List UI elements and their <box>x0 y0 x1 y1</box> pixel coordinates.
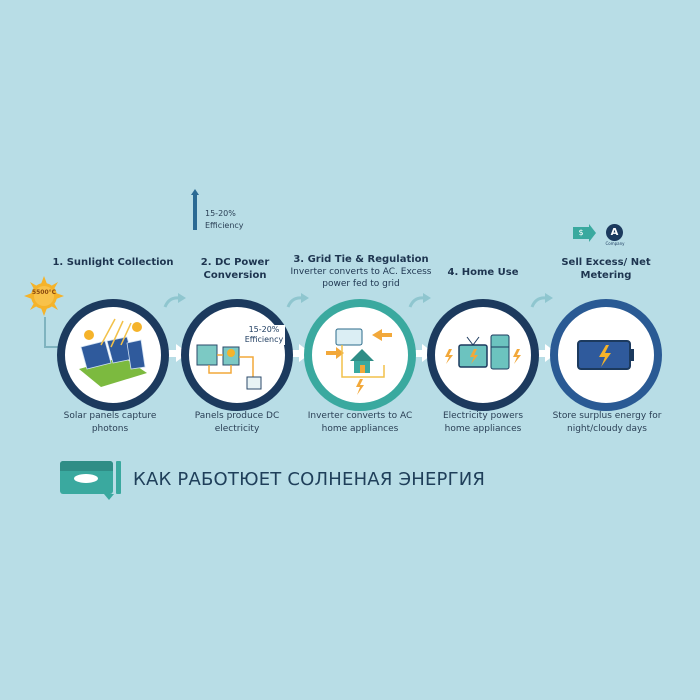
dollar-arrow-head <box>589 224 596 242</box>
step-5-circle <box>550 299 662 411</box>
grid-tie-icon <box>326 328 392 395</box>
curved-arrow-icon <box>408 293 431 308</box>
step-3-description: Inverter converts to AC home appliances <box>307 411 413 434</box>
step-4-title: 4. Home Use <box>447 267 519 278</box>
efficiency-up-arrow-icon <box>193 192 197 230</box>
step-2-title: 2. DC Power Conversion <box>200 257 270 281</box>
sun-connector <box>44 317 46 347</box>
step-5-title: Sell Excess/ Net Metering <box>561 257 651 281</box>
step-1-circle <box>57 299 169 411</box>
chat-bubble-icon <box>60 461 114 500</box>
dc-inner-label: 15-20% Efficiency <box>243 325 285 345</box>
efficiency-value: 15-20% <box>205 209 236 218</box>
flow-arrow <box>287 350 301 357</box>
banner-title: КАК РАБОТЮЕТ СОЛНЕНАЯ ЭНЕРГИЯ <box>133 469 486 490</box>
company-logo-icon: A <box>606 224 623 241</box>
curved-arrow-icon <box>530 293 553 308</box>
step-4-description: Electricity powers home appliances <box>442 411 524 434</box>
solar-panel-icon <box>79 318 147 387</box>
efficiency-note: 15-20% Efficiency <box>205 208 244 232</box>
step-3-subtitle: Inverter converts to AC. Excess power fe… <box>290 267 432 289</box>
step-1-title: 1. Sunlight Collection <box>52 257 174 268</box>
flow-arrow <box>164 350 178 357</box>
flow-arrow <box>410 350 424 357</box>
step-2-circle: 15-20% Efficiency <box>181 299 293 411</box>
home-appliances-icon <box>445 334 521 370</box>
banner-divider <box>116 461 121 494</box>
efficiency-up-arrow-head <box>191 189 199 195</box>
step-3-circle <box>304 299 416 411</box>
sun-connector <box>44 346 60 348</box>
step-5-description: Store surplus energy for night/cloudy da… <box>552 411 662 434</box>
flow-arrow <box>533 350 547 357</box>
sun-badge: 5500°C <box>31 289 57 296</box>
step-3-title-text: 3. Grid Tie & Regulation <box>293 254 429 265</box>
company-logo-text: Company <box>605 241 625 246</box>
step-2-description: Panels produce DC electricity <box>194 411 280 434</box>
curved-arrow-icon <box>163 293 186 308</box>
step-4-circle <box>427 299 539 411</box>
battery-icon <box>577 340 634 370</box>
efficiency-label: Efficiency <box>205 221 244 230</box>
curved-arrow-icon <box>286 293 309 308</box>
sun-icon <box>24 276 64 316</box>
dc-conversion-icon <box>196 344 262 390</box>
step-1-description: Solar panels capture photons <box>63 411 157 434</box>
dollar-arrow-icon: $ <box>573 227 589 239</box>
